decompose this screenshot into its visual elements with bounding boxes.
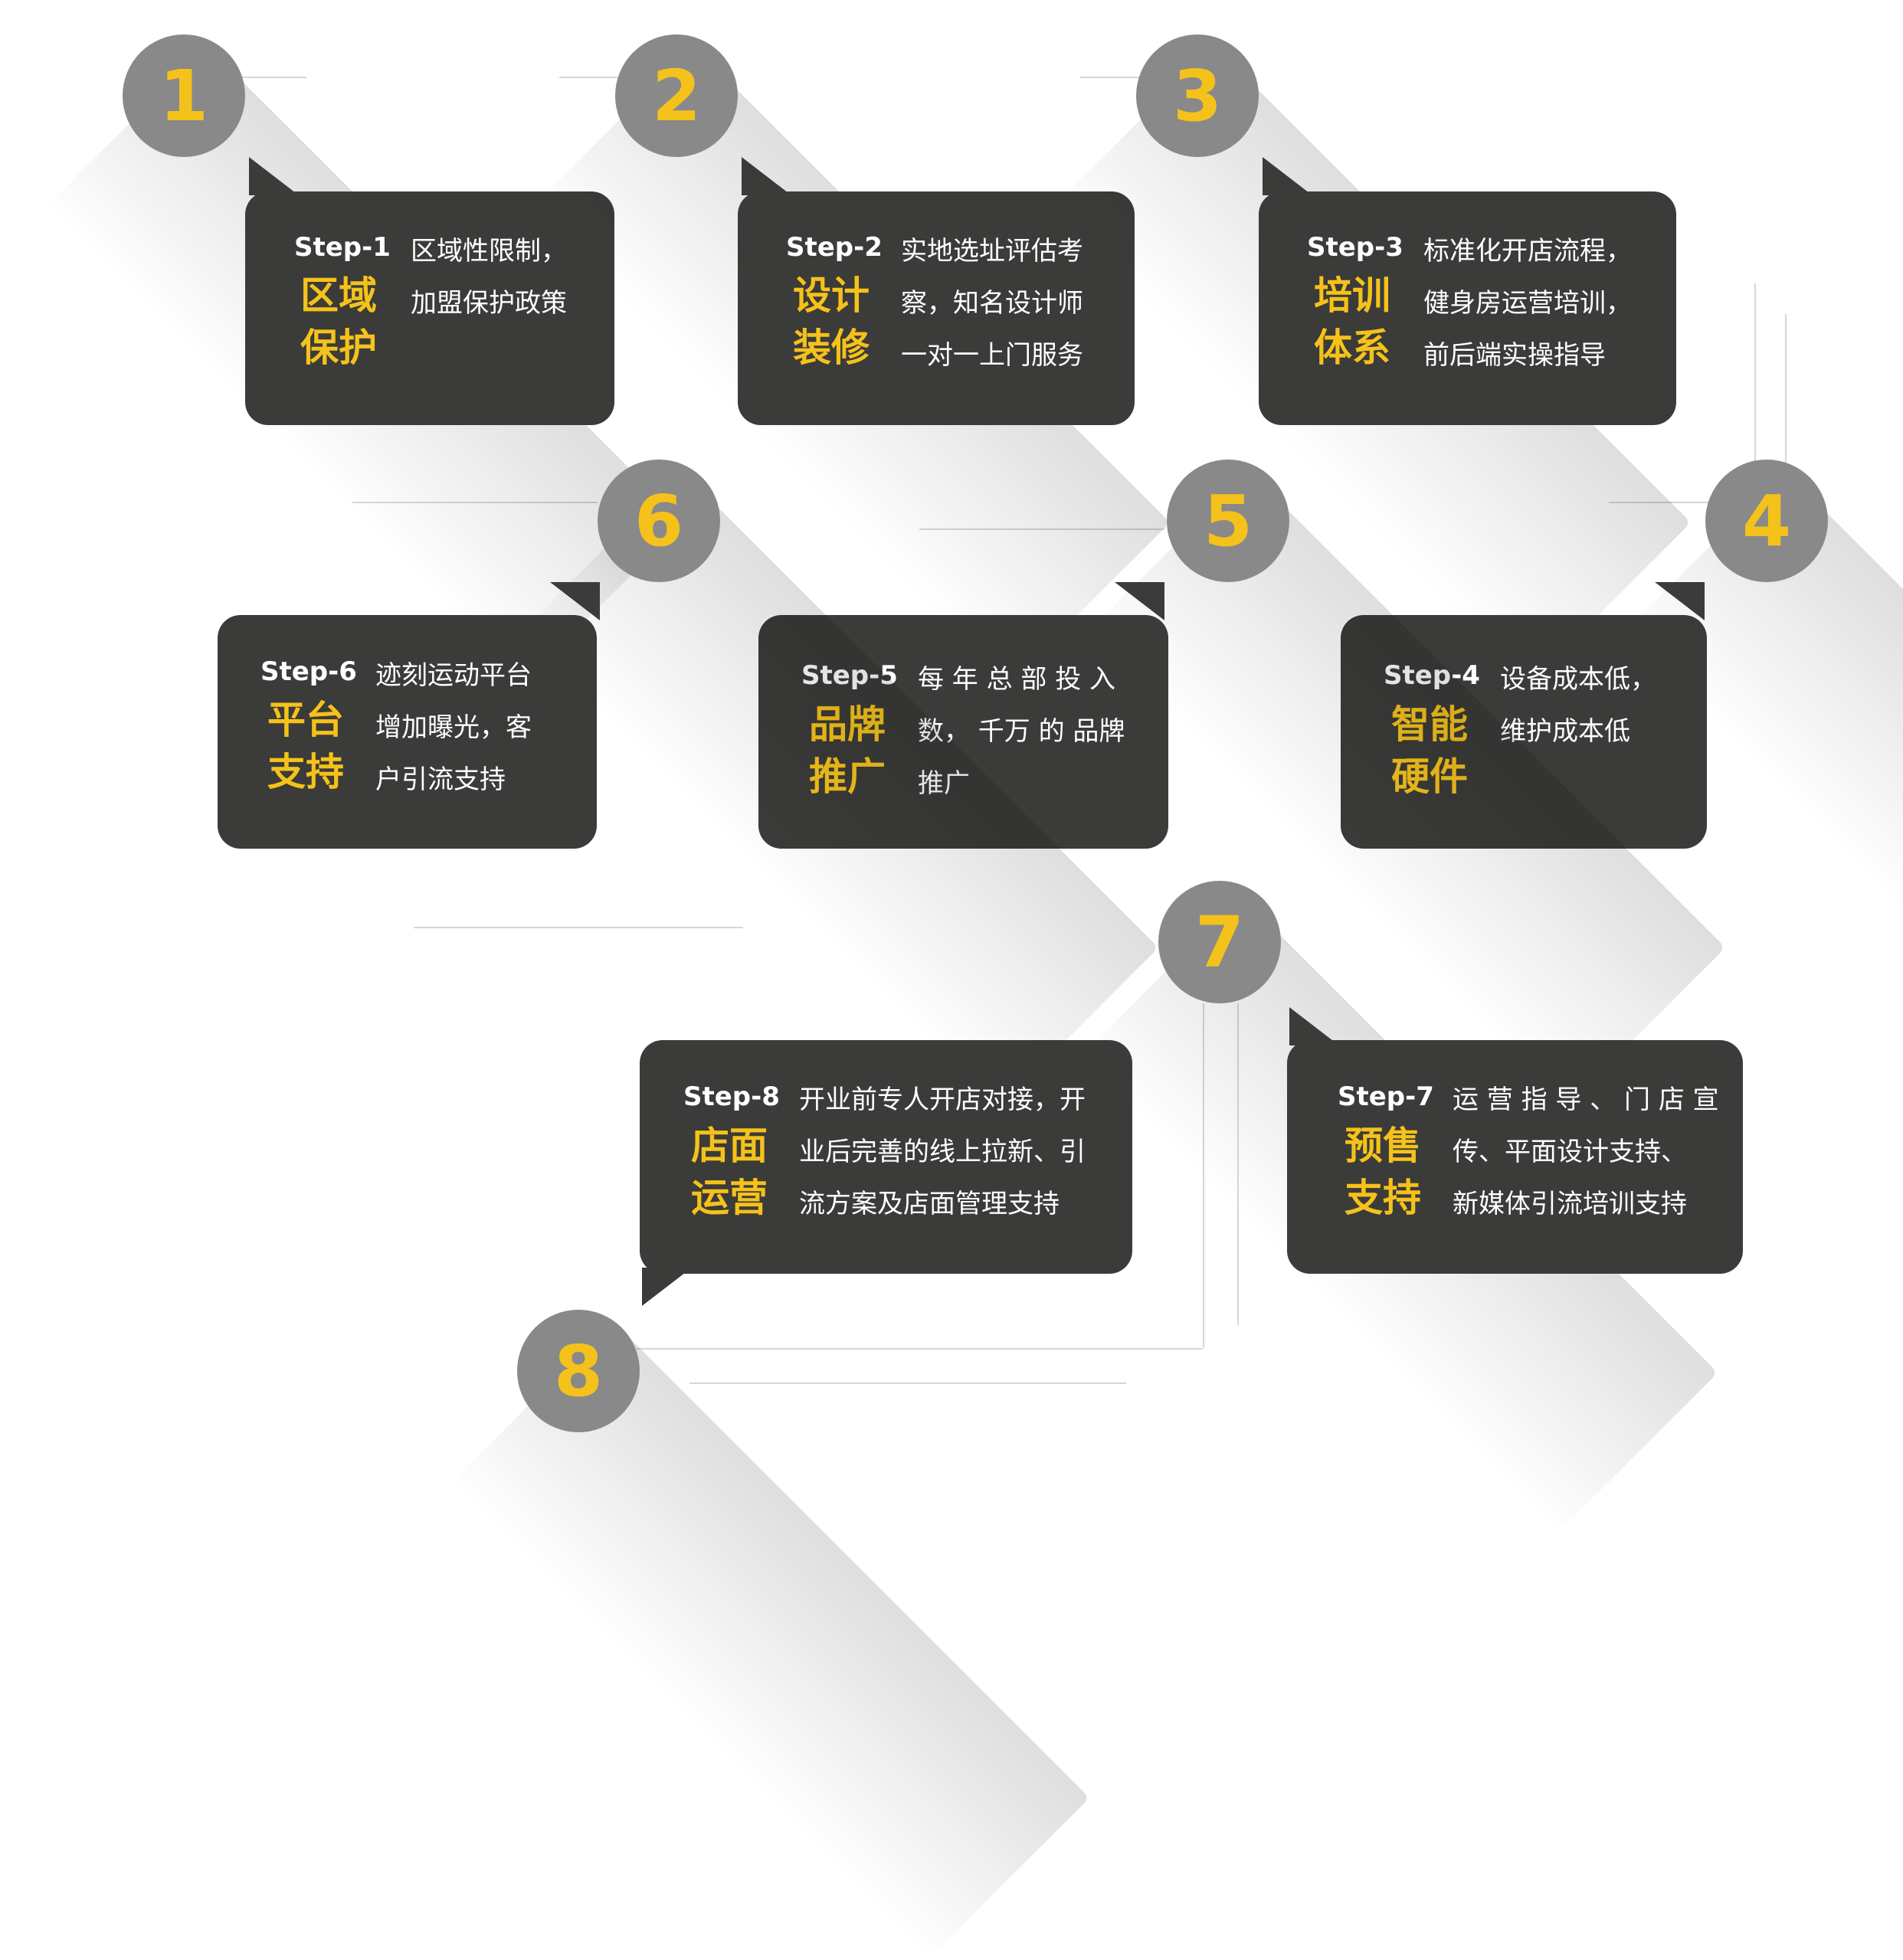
- step-title-line: 保护: [300, 326, 377, 370]
- step-description: 每 年 总 部 投 入 数， 千万 的 品牌 推广: [918, 653, 1125, 810]
- step-bubble: [640, 1040, 1132, 1274]
- step-title: 品牌 推广: [805, 699, 889, 803]
- guide-line: [1754, 283, 1756, 475]
- step-description-line: 加盟保护政策: [411, 288, 567, 319]
- step-label: Step-5: [801, 660, 898, 691]
- step-description-line: 传、平面设计支持、: [1453, 1137, 1687, 1167]
- step-number-badge: 4: [1705, 460, 1828, 582]
- step-label: Step-3: [1307, 232, 1404, 263]
- step-description: 迹刻运动平台 增加曝光，客 户引流支持: [375, 650, 532, 806]
- step-label: Step-1: [294, 232, 391, 263]
- step-bubble: [758, 615, 1168, 849]
- step-title-line: 支持: [267, 750, 344, 794]
- step-title-line: 智能: [1387, 699, 1472, 751]
- guide-line: [919, 528, 1164, 530]
- step-title-line: 设计: [793, 273, 870, 318]
- step-number-badge: 2: [615, 34, 738, 157]
- step-description-line: 察，知名设计师: [901, 288, 1083, 319]
- step-title-line: 品牌: [805, 699, 889, 751]
- step-title-line: 区域: [300, 273, 377, 318]
- step-number-badge: 5: [1167, 460, 1289, 582]
- step-bubble: [1341, 615, 1707, 849]
- guide-line: [192, 77, 306, 78]
- step-description-line: 区域性限制，: [411, 236, 567, 267]
- bubble-tail: [742, 157, 791, 195]
- guide-line: [1785, 314, 1787, 475]
- step-number-badge: 8: [517, 1310, 640, 1432]
- step-title: 预售 支持: [1341, 1120, 1425, 1224]
- step-title: 区域 保护: [296, 270, 381, 374]
- step-bubble: [245, 191, 614, 425]
- step-description-line: 推广: [918, 757, 1125, 810]
- step-description: 开业前专人开店对接，开 业后完善的线上拉新、引 流方案及店面管理支持: [799, 1074, 1086, 1230]
- step-title-line: 平台: [267, 698, 344, 742]
- step-number-badge: 1: [123, 34, 245, 157]
- step-description-line: 实地选址评估考: [901, 236, 1083, 267]
- step-title-line: 运营: [691, 1176, 768, 1220]
- step-description-line: 每 年 总 部 投 入: [918, 664, 1116, 695]
- guide-line: [1203, 1003, 1204, 1348]
- step-title: 培训 体系: [1310, 270, 1394, 374]
- guide-line: [1237, 1003, 1239, 1325]
- guide-line: [1609, 502, 1731, 503]
- step-title-line: 培训: [1314, 273, 1390, 318]
- step-title-line: 推广: [805, 751, 889, 803]
- step-title-line: 店面: [691, 1124, 768, 1168]
- step-description-line: 迹刻运动平台: [375, 660, 532, 691]
- step-title: 店面 运营: [687, 1120, 771, 1224]
- step-description-line: 一对一上门服务: [901, 340, 1083, 371]
- step-bubble: [218, 615, 597, 849]
- step-bubble: [1259, 191, 1676, 425]
- bubble-tail: [249, 157, 299, 195]
- step-description-line: 业后完善的线上拉新、引: [799, 1137, 1086, 1167]
- step-title-line: 装修: [793, 326, 870, 370]
- step-description-line: 户引流支持: [375, 764, 506, 795]
- step-description: 区域性限制， 加盟保护政策: [411, 225, 567, 329]
- step-description-line: 健身房运营培训，: [1423, 288, 1632, 319]
- process-diagram: 1 Step-1 区域 保护 区域性限制， 加盟保护政策 2 Step-2 设计…: [44, 34, 1903, 1960]
- step-description-line: 维护成本低: [1500, 716, 1630, 747]
- step-description-line: 开业前专人开店对接，开: [799, 1085, 1086, 1115]
- step-description-line: 数， 千万 的 品牌: [918, 716, 1125, 747]
- guide-line: [352, 502, 598, 503]
- step-title: 设计 装修: [789, 270, 873, 374]
- bubble-tail: [1289, 1007, 1339, 1045]
- step-title-line: 支持: [1345, 1176, 1421, 1220]
- step-bubble: [738, 191, 1135, 425]
- step-description: 实地选址评估考 察，知名设计师 一对一上门服务: [901, 225, 1083, 381]
- guide-line: [636, 1348, 1203, 1350]
- step-description-line: 流方案及店面管理支持: [799, 1189, 1060, 1219]
- step-label: Step-7: [1338, 1081, 1434, 1112]
- step-description-line: 增加曝光，客: [375, 712, 532, 743]
- step-description: 设备成本低， 维护成本低: [1500, 653, 1656, 757]
- guide-line: [689, 1382, 1126, 1384]
- step-description-line: 新媒体引流培训支持: [1453, 1189, 1687, 1219]
- step-description-line: 设备成本低，: [1500, 664, 1656, 695]
- step-label: Step-4: [1384, 660, 1480, 691]
- step-title-line: 体系: [1314, 326, 1390, 370]
- step-title: 平台 支持: [264, 694, 348, 798]
- step-number-badge: 7: [1158, 881, 1281, 1003]
- step-label: Step-6: [260, 656, 357, 687]
- step-description: 运 营 指 导 、 门 店 宣 传、平面设计支持、 新媒体引流培训支持: [1453, 1074, 1719, 1230]
- step-description-line: 标准化开店流程，: [1423, 236, 1632, 267]
- step-description-line: 运 营 指 导 、 门 店 宣: [1453, 1085, 1719, 1115]
- step-title-line: 预售: [1345, 1124, 1421, 1168]
- step-title-line: 硬件: [1387, 751, 1472, 803]
- bubble-tail: [1263, 157, 1312, 195]
- step-description-line: 前后端实操指导: [1423, 340, 1606, 371]
- step-description: 标准化开店流程， 健身房运营培训， 前后端实操指导: [1423, 225, 1632, 381]
- guide-line: [414, 927, 743, 928]
- step-bubble: [1287, 1040, 1743, 1274]
- step-label: Step-8: [683, 1081, 780, 1112]
- step-number-badge: 6: [598, 460, 720, 582]
- step-title: 智能 硬件: [1387, 699, 1472, 803]
- step-number-badge: 3: [1136, 34, 1259, 157]
- step-label: Step-2: [786, 232, 883, 263]
